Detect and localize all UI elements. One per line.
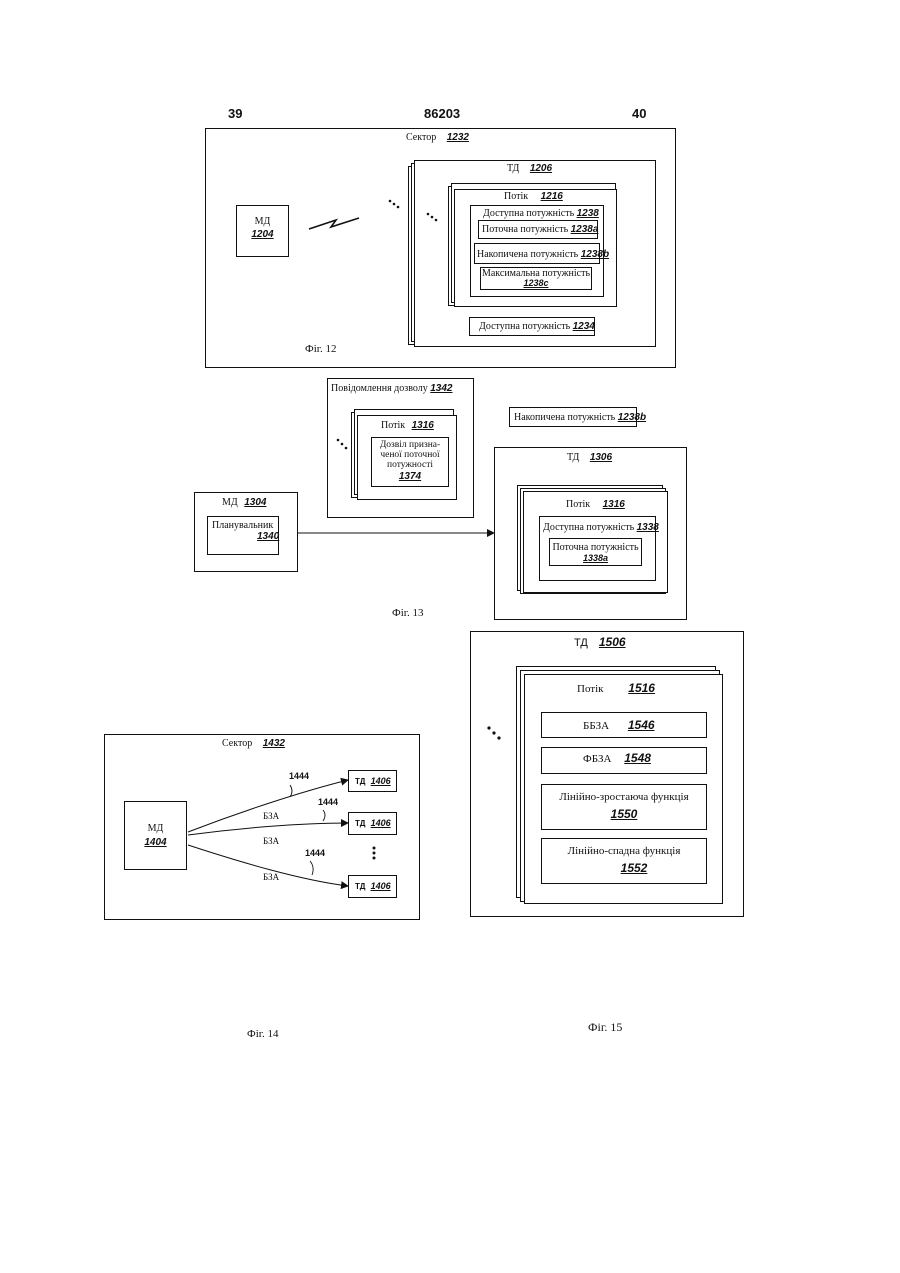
fig14-link1-arrow [188, 780, 348, 832]
fig15-ellipsis-icon [487, 726, 500, 739]
fig12-wireless-link-icon [309, 218, 359, 229]
fig13-ellipsis-icon [337, 439, 348, 450]
fig14-link1-leader [290, 785, 292, 797]
fig14-link2-arrow [188, 823, 348, 835]
fig12-ellipsis-icon-1 [389, 200, 400, 209]
fig14-link2-leader [323, 810, 325, 821]
fig14-link3-arrow [188, 845, 348, 886]
fig14-link3-leader [310, 861, 313, 875]
fig14-vertical-ellipsis-icon [373, 847, 376, 860]
fig12-ellipsis-icon-2 [427, 213, 438, 222]
